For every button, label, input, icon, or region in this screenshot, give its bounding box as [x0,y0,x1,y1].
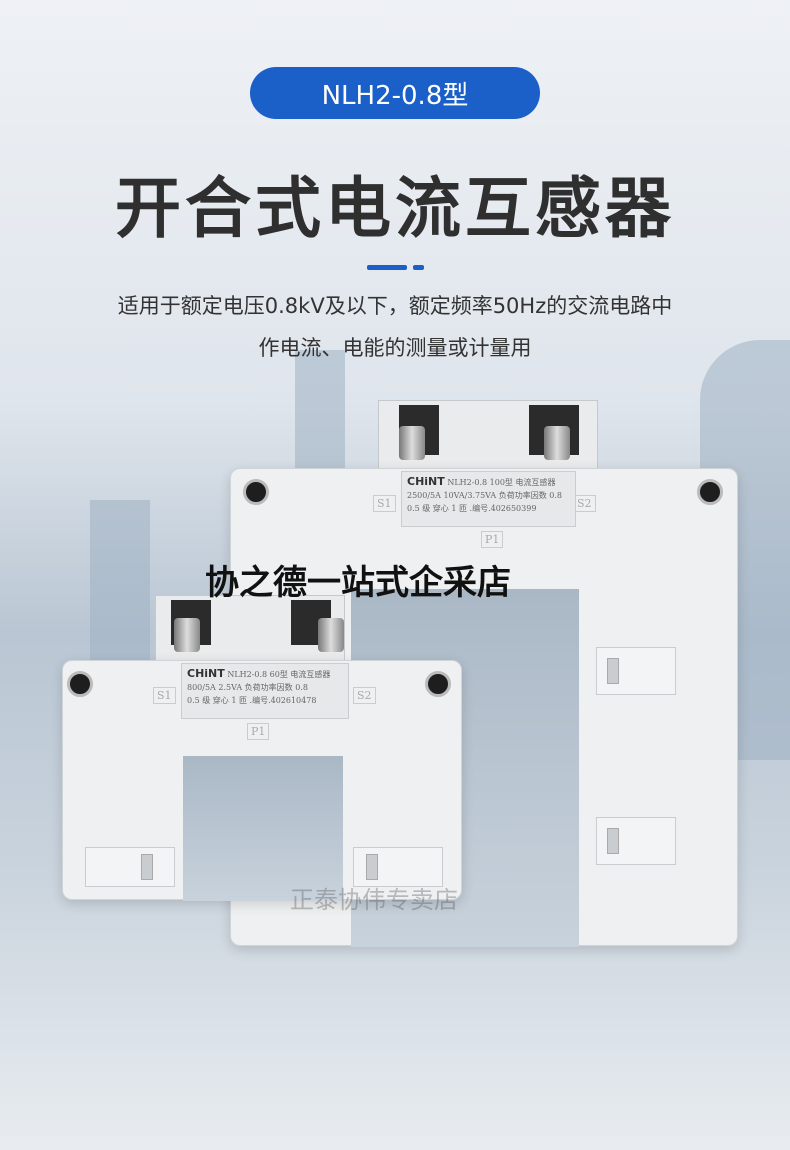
nameplate: CHiNT NLH2-0.8 100型 电流互感器 2500/5A 10VA/3… [401,471,576,527]
bolt-icon [425,671,451,697]
clip [85,847,175,887]
clip [596,817,676,865]
terminal-label: P1 [481,531,504,548]
bolt-icon [243,479,269,505]
spec-text: 2500/5A 10VA/3.75VA 负荷功率因数 0.8 [407,491,562,500]
terminal-block-small [155,595,345,665]
bolt-icon [697,479,723,505]
nameplate: CHiNT NLH2-0.8 60型 电流互感器 800/5A 2.5VA 负荷… [181,663,349,719]
watermark-faint: 正泰协伟专卖店 [290,886,458,914]
model-text: NLH2-0.8 60型 电流互感器 [227,670,331,679]
description-line-2: 作电流、电能的测量或计量用 [258,336,532,360]
divider [367,265,407,270]
watermark-store: 协之德一站式企采店 [205,563,511,603]
screw-icon [318,618,344,652]
terminal-label: P1 [247,723,270,740]
description-line-1: 适用于额定电压0.8kV及以下，额定频率50Hz的交流电路中 [117,294,673,318]
brand-logo: CHiNT [407,475,445,488]
bolt-icon [67,671,93,697]
current-transformer-small: S1 S2 CHiNT NLH2-0.8 60型 电流互感器 800/5A 2.… [62,660,462,901]
divider [413,265,424,270]
terminal-label: S2 [353,687,376,704]
terminal-label: S2 [573,495,596,512]
model-badge: NLH2-0.8型 [250,67,540,119]
spec-text: 800/5A 2.5VA 负荷功率因数 0.8 [187,683,308,692]
accuracy-text: 0.5 级 穿心 1 匝 .编号.402610478 [187,696,317,705]
screw-icon [399,426,425,460]
screw-icon [544,426,570,460]
model-text: NLH2-0.8 100型 电流互感器 [447,478,556,487]
clip [596,647,676,695]
terminal-label: S1 [153,687,176,704]
brand-logo: CHiNT [187,667,225,680]
page-title: 开合式电流互感器 [115,170,675,247]
window-opening [183,756,343,901]
accuracy-text: 0.5 级 穿心 1 匝 .编号.402650399 [407,504,537,513]
terminal-label: S1 [373,495,396,512]
terminal-block-large [378,400,598,475]
clip [353,847,443,887]
screw-icon [174,618,200,652]
